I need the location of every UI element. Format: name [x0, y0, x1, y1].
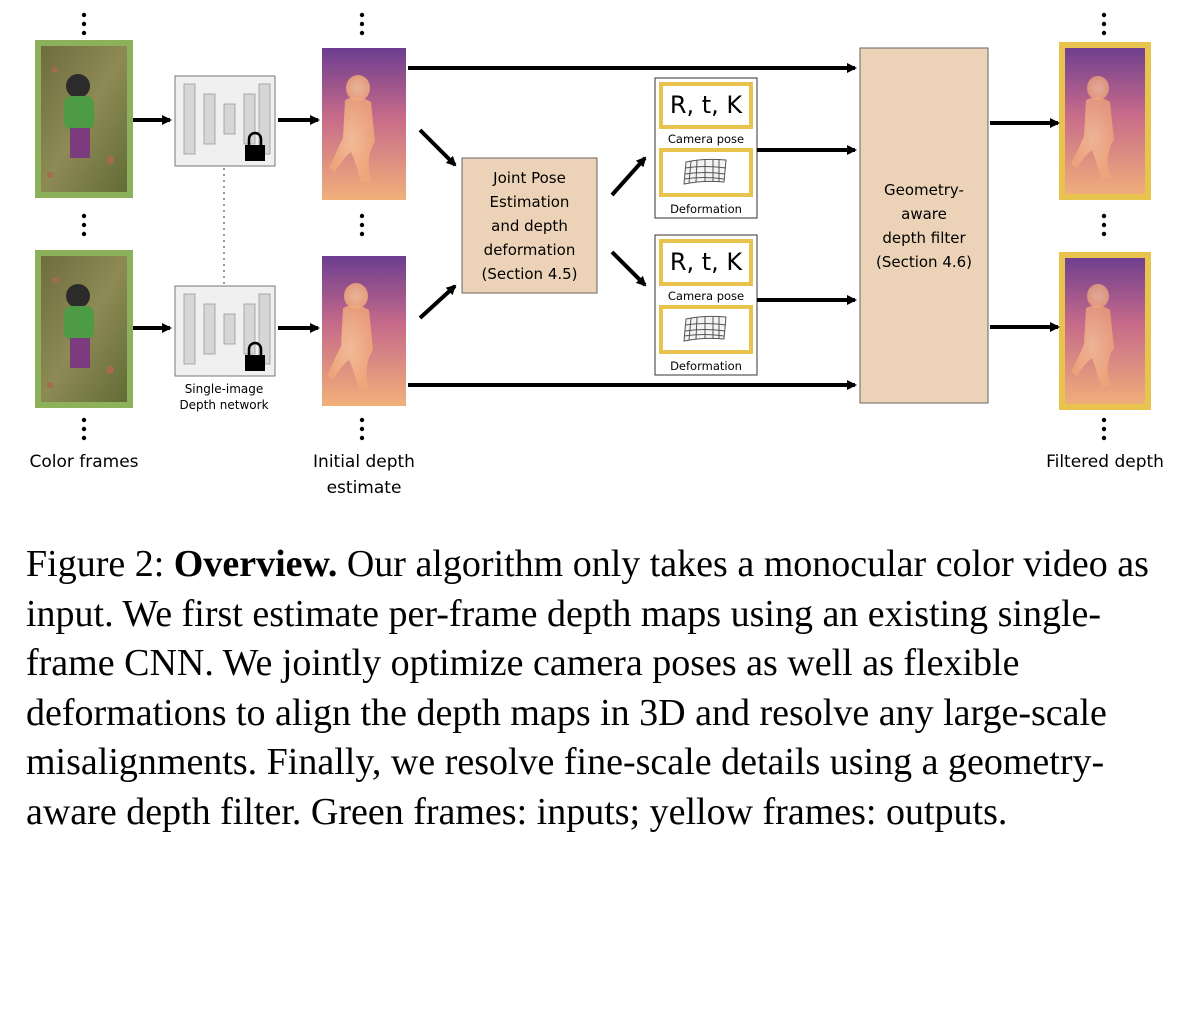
joint-pose-line-3: and depth	[491, 217, 568, 235]
filter-line-3: depth filter	[882, 229, 966, 247]
deformation-label-top: Deformation	[670, 202, 742, 216]
filter-line-1: Geometry-	[884, 181, 964, 199]
filter-line-4: (Section 4.6)	[875, 253, 973, 271]
output-frame-bottom	[1059, 252, 1151, 410]
joint-pose-line-1: Joint Pose	[493, 169, 566, 187]
filter-line-2: aware	[901, 205, 947, 223]
input-frame-bottom	[35, 250, 133, 408]
initial-depth-top	[322, 48, 406, 200]
filter-box-bg	[859, 47, 989, 404]
output-frame-top	[1059, 42, 1151, 200]
pose-card-bottom-graphic	[654, 234, 758, 376]
figure-caption: Figure 2: Overview. Our algorithm only t…	[26, 540, 1176, 837]
figure-title: Overview.	[173, 543, 338, 585]
depth-network-bottom	[174, 285, 276, 377]
ellipsis-dots	[81, 12, 1107, 441]
depth-network-label: Single-image Depth network	[168, 381, 280, 413]
initial-depth-bottom	[322, 256, 406, 406]
deformation-label-bottom: Deformation	[670, 359, 742, 373]
pipeline-diagram-svg	[35, 12, 1151, 441]
initial-depth-label-line1: Initial depth	[313, 452, 415, 472]
depth-network-label-line1: Single-image	[184, 382, 264, 396]
joint-pose-box: Joint Pose Estimation and depth deformat…	[462, 166, 597, 286]
initial-depth-label-line2: estimate	[326, 478, 402, 498]
depth-network-top	[174, 75, 276, 167]
depth-network-label-line2: Depth network	[179, 398, 269, 412]
initial-depth-label: Initial depth estimate	[290, 449, 438, 501]
input-frame-top	[35, 40, 133, 198]
color-frames-label: Color frames	[29, 452, 139, 472]
pipeline-diagram: Color frames Single-image Depth network …	[29, 12, 1164, 501]
camera-pose-label-top: Camera pose	[667, 132, 745, 146]
filtered-depth-label: Filtered depth	[1046, 452, 1164, 472]
camera-pose-label-bottom: Camera pose	[667, 289, 745, 303]
joint-pose-line-5: (Section 4.5)	[481, 265, 578, 283]
arrows	[133, 63, 1060, 390]
joint-pose-line-2: Estimation	[489, 193, 570, 211]
caption-text: Our algorithm only takes a monocular col…	[26, 543, 1149, 833]
figure-label: Figure 2:	[26, 543, 165, 585]
joint-pose-box-bg	[461, 157, 598, 294]
joint-pose-line-4: deformation	[483, 241, 576, 259]
pose-params-top: R, t, K	[669, 91, 743, 119]
filter-box: Geometry- aware depth filter (Section 4.…	[860, 178, 988, 274]
pose-params-bottom: R, t, K	[669, 248, 743, 276]
